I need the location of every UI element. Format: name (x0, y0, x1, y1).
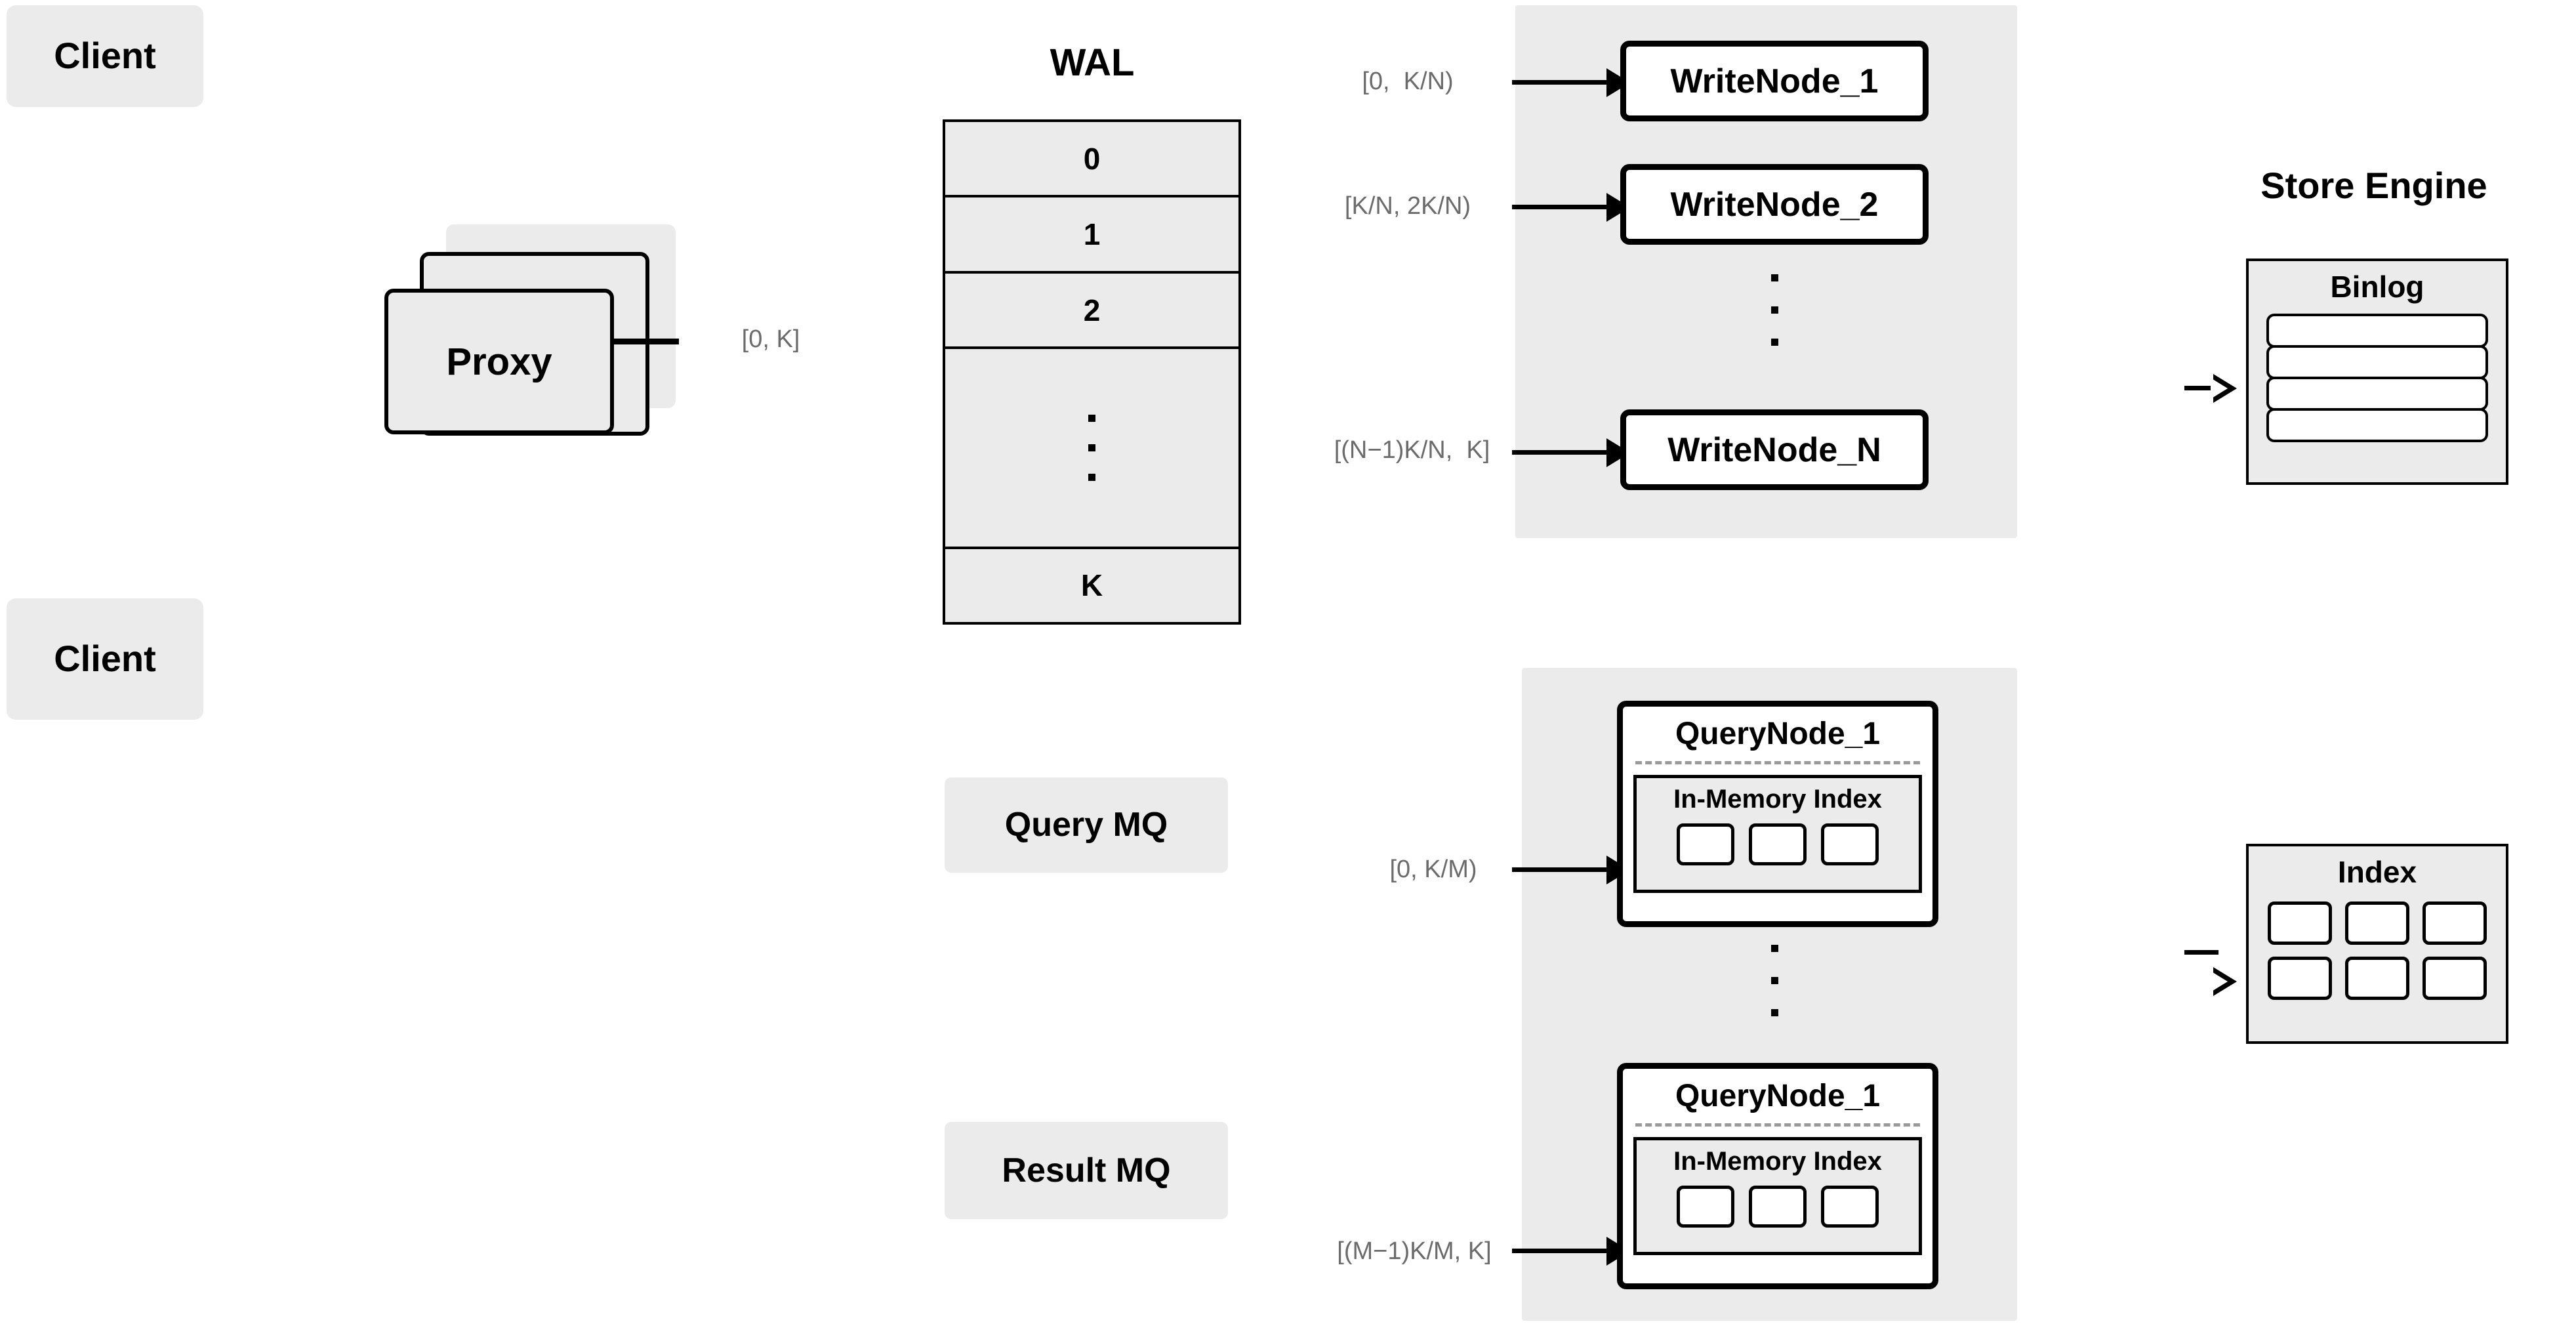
index-grid (2268, 901, 2487, 1000)
writenode-n-arrow-line (1512, 450, 1610, 455)
index-cell[interactable] (1677, 823, 1734, 865)
querynode-1-inmemory-index: In-Memory Index (1633, 775, 1922, 893)
index-cell[interactable] (1677, 1186, 1734, 1228)
querynode-1-title: QueryNode_1 (1675, 716, 1881, 751)
wal-segment-table: 0 1 2 K (943, 119, 1241, 625)
binlog-panel: Binlog (2246, 259, 2508, 485)
binlog-rows (2266, 314, 2488, 442)
store-engine-title-text: Store Engine (2260, 165, 2487, 206)
querynode-1-separator (1635, 761, 1921, 764)
writenode-n-range-text: [(N−1)K/N, K] (1334, 436, 1490, 464)
store-engine-title: Store Engine (2186, 164, 2562, 207)
index-cell[interactable] (2268, 957, 2332, 1000)
querynode-1-range-text: [0, K/M) (1389, 855, 1477, 883)
index-cell[interactable] (1749, 823, 1807, 865)
index-arrow-head (2211, 967, 2237, 996)
binlog-row[interactable] (2266, 377, 2488, 411)
wal-ellipsis-dots (1088, 349, 1095, 546)
querynode-1-arrow-line (1512, 867, 1610, 872)
querynode-n-range-text: [(M−1)K/M, K] (1337, 1237, 1492, 1265)
wal-title-text: WAL (1050, 41, 1135, 84)
client-label-2: Client (54, 638, 156, 680)
querynode-1-range-label: [0, K/M) (1378, 846, 1489, 892)
querynode-n-title: QueryNode_1 (1675, 1079, 1881, 1113)
writenode-n-label: WriteNode_N (1667, 430, 1881, 469)
index-cell[interactable] (2345, 957, 2409, 1000)
wal-segment-label-k: K (1080, 568, 1103, 603)
querynode-n-arrow-line (1512, 1249, 1610, 1253)
proxy-range-text: [0, K] (741, 325, 800, 353)
querynode-n-index-cells (1677, 1186, 1879, 1228)
writenode-2-label: WriteNode_2 (1670, 185, 1879, 224)
writenode-n-box[interactable]: WriteNode_N (1620, 409, 1929, 490)
index-cell[interactable] (1749, 1186, 1807, 1228)
result-mq-box[interactable]: Result MQ (945, 1122, 1228, 1219)
index-cell[interactable] (1821, 1186, 1879, 1228)
writenode-1-range-label: [0, K/N) (1343, 58, 1473, 105)
writenode-2-box[interactable]: WriteNode_2 (1620, 164, 1929, 245)
querynode-1-index-title: In-Memory Index (1673, 785, 1882, 814)
binlog-row[interactable] (2266, 408, 2488, 442)
writenode-2-arrow-line (1512, 205, 1610, 209)
client-box-2[interactable]: Client (7, 598, 203, 720)
proxy-range-label: [0, K] (728, 315, 813, 363)
binlog-arrow-line (2184, 386, 2218, 390)
index-title: Index (2337, 855, 2417, 889)
proxy-card-front[interactable]: Proxy (384, 289, 614, 434)
querynode-n-separator (1635, 1123, 1921, 1127)
querynode-n-inmemory-index: In-Memory Index (1633, 1137, 1922, 1255)
proxy-to-wal-connector (610, 339, 679, 344)
wal-segment-label-1: 1 (1083, 217, 1101, 252)
binlog-title: Binlog (2330, 270, 2424, 304)
index-cell[interactable] (1821, 823, 1879, 865)
wal-title: WAL (899, 41, 1286, 85)
writenode-2-range-text: [K/N, 2K/N) (1344, 192, 1471, 220)
writenode-n-range-label: [(N−1)K/N, K] (1325, 426, 1499, 474)
query-cluster-ellipsis (1771, 945, 1778, 1016)
querynode-1-box[interactable]: QueryNode_1 In-Memory Index (1617, 701, 1938, 927)
writenode-1-arrow-line (1512, 80, 1610, 85)
index-arrow-line (2184, 950, 2218, 955)
wal-row-1[interactable]: 1 (945, 197, 1238, 274)
binlog-arrow-head (2211, 374, 2237, 403)
writenode-1-box[interactable]: WriteNode_1 (1620, 41, 1929, 121)
querynode-n-box[interactable]: QueryNode_1 In-Memory Index (1617, 1063, 1938, 1289)
wal-row-0[interactable]: 0 (945, 122, 1238, 198)
writenode-1-range-text: [0, K/N) (1362, 67, 1454, 95)
write-cluster-ellipsis (1771, 274, 1778, 346)
querynode-n-index-title: In-Memory Index (1673, 1147, 1882, 1176)
wal-row-ellipsis (945, 349, 1238, 549)
query-mq-label: Query MQ (1004, 806, 1168, 844)
result-mq-label: Result MQ (1002, 1151, 1171, 1190)
proxy-label: Proxy (446, 340, 552, 383)
writenode-1-label: WriteNode_1 (1670, 62, 1879, 100)
index-cell[interactable] (2268, 901, 2332, 945)
wal-segment-label-2: 2 (1083, 293, 1101, 327)
query-mq-box[interactable]: Query MQ (945, 777, 1228, 873)
index-cell[interactable] (2345, 901, 2409, 945)
wal-segment-label-0: 0 (1083, 141, 1101, 176)
index-cell[interactable] (2423, 957, 2487, 1000)
writenode-2-range-label: [K/N, 2K/N) (1332, 182, 1484, 230)
querynode-n-range-label: [(M−1)K/M, K] (1328, 1228, 1500, 1274)
binlog-row[interactable] (2266, 345, 2488, 379)
index-cell[interactable] (2423, 901, 2487, 945)
querynode-1-index-cells (1677, 823, 1879, 865)
wal-row-k[interactable]: K (945, 549, 1238, 623)
client-label-1: Client (54, 35, 156, 77)
client-box-1[interactable]: Client (7, 5, 203, 107)
binlog-row[interactable] (2266, 314, 2488, 348)
index-panel: Index (2246, 844, 2508, 1044)
wal-row-2[interactable]: 2 (945, 273, 1238, 350)
